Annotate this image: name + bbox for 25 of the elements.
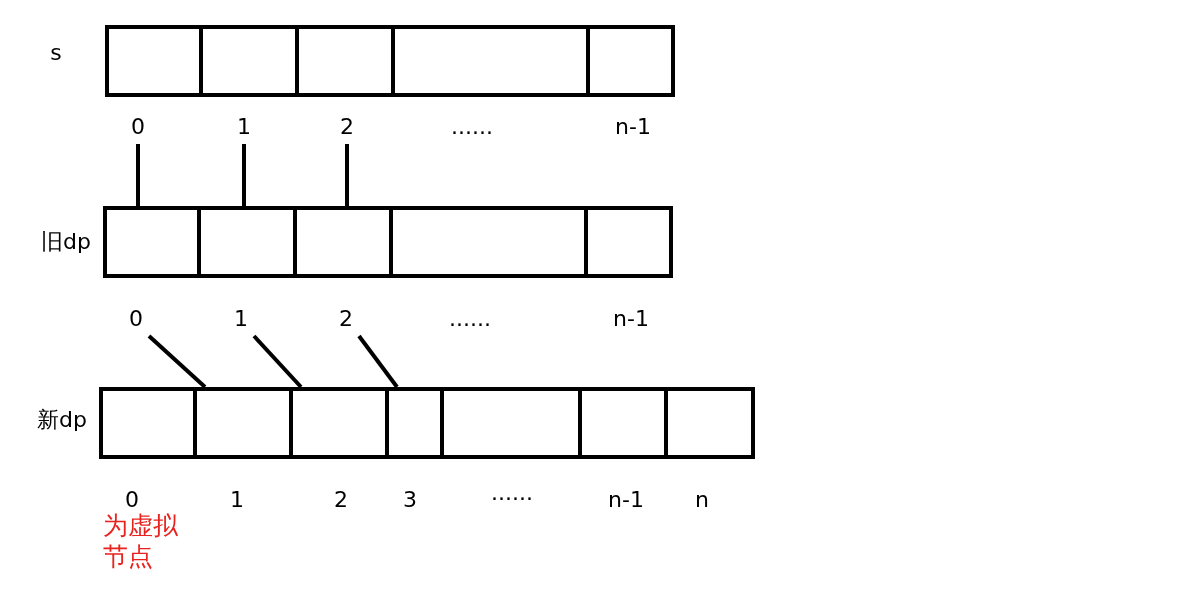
index-label: n-1 bbox=[613, 308, 649, 330]
index-label: 2 bbox=[339, 308, 353, 330]
index-label: n-1 bbox=[615, 116, 651, 138]
index-label: 0 bbox=[131, 116, 145, 138]
connector-line bbox=[252, 334, 303, 389]
index-label: 0 bbox=[125, 489, 139, 511]
index-label: ...... bbox=[491, 482, 533, 504]
connector-line bbox=[242, 144, 246, 206]
connector-line bbox=[147, 334, 207, 389]
connector-line bbox=[345, 144, 349, 206]
connector-line bbox=[136, 144, 140, 206]
index-label: 1 bbox=[230, 489, 244, 511]
index-label: 2 bbox=[340, 116, 354, 138]
index-label: n-1 bbox=[608, 489, 644, 511]
index-label: 0 bbox=[129, 308, 143, 330]
index-label: 1 bbox=[234, 308, 248, 330]
note: 为虚拟节点 bbox=[103, 510, 179, 573]
row-label: s bbox=[50, 42, 62, 64]
index-label: 2 bbox=[334, 489, 348, 511]
index-label: 3 bbox=[403, 489, 417, 511]
index-label: 1 bbox=[237, 116, 251, 138]
index-label: ...... bbox=[449, 308, 491, 330]
connector-line bbox=[357, 334, 399, 389]
index-label: ...... bbox=[451, 116, 493, 138]
index-label: n bbox=[695, 489, 709, 511]
